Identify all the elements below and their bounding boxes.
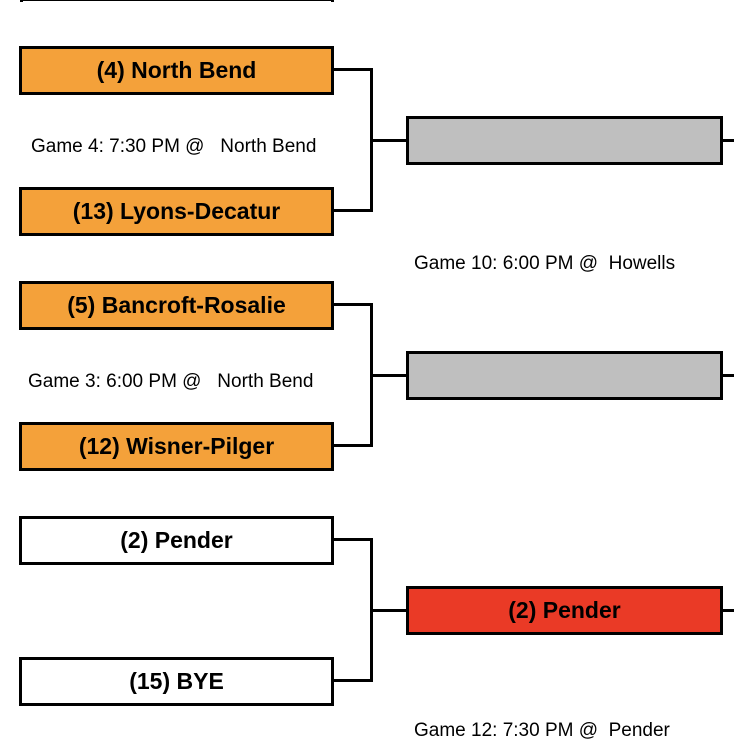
team-slot-lyons-decatur: (13) Lyons-Decatur <box>19 187 334 236</box>
game-label-4: Game 4: 7:30 PM @ North Bend <box>31 136 317 157</box>
bracket-line <box>334 68 373 71</box>
winner-slot-pender: (2) Pender <box>406 586 723 635</box>
winner-slot-game-3 <box>406 351 723 400</box>
bracket-line <box>370 139 407 142</box>
team-slot-pender: (2) Pender <box>19 516 334 565</box>
bracket-line <box>370 374 407 377</box>
bracket-line <box>331 0 334 2</box>
bracket-line <box>334 538 373 541</box>
bracket-line <box>334 444 373 447</box>
team-slot-wisner-pilger: (12) Wisner-Pilger <box>19 422 334 471</box>
bracket-line <box>334 209 373 212</box>
bracket-line <box>723 609 734 612</box>
bracket-line <box>20 0 23 2</box>
game-label-10: Game 10: 6:00 PM @ Howells <box>414 253 676 274</box>
bracket-line <box>334 303 373 306</box>
bracket-line <box>334 679 373 682</box>
team-slot-bancroft-rosalie: (5) Bancroft-Rosalie <box>19 281 334 330</box>
bracket-line <box>723 374 734 377</box>
bracket-line <box>723 139 734 142</box>
bracket-line <box>370 609 407 612</box>
winner-slot-game-4 <box>406 116 723 165</box>
team-slot-north-bend: (4) North Bend <box>19 46 334 95</box>
game-label-3: Game 3: 6:00 PM @ North Bend <box>28 371 314 392</box>
game-label-12: Game 12: 7:30 PM @ Pender <box>414 720 670 741</box>
team-slot-bye: (15) BYE <box>19 657 334 706</box>
bracket-line <box>20 0 334 1</box>
